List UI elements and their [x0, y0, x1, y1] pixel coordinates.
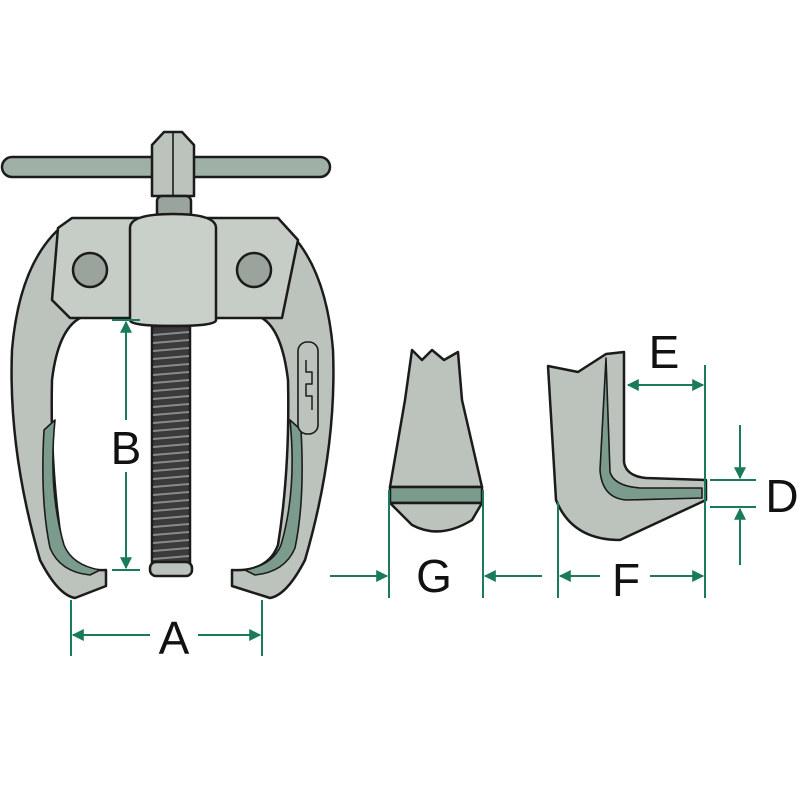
- thread-line: [152, 555, 190, 560]
- thread-line: [152, 419, 190, 424]
- jaw-front-band: [388, 485, 484, 505]
- thread-line: [152, 347, 190, 352]
- right-pivot-pin: [235, 251, 273, 289]
- right-arm-inner-face: [244, 419, 303, 576]
- label-f: F: [612, 554, 640, 606]
- thread-line: [152, 523, 190, 528]
- label-g: G: [416, 550, 452, 602]
- left-arm-inner-face: [42, 419, 101, 576]
- thread-line: [152, 443, 190, 448]
- jaw-tip-side-view: [546, 350, 708, 542]
- thread-line: [152, 499, 190, 504]
- engraved-logo-mark: [305, 360, 313, 410]
- jaw-side-inner-face: [599, 357, 703, 501]
- label-d: D: [765, 470, 798, 522]
- thread-line: [152, 539, 190, 544]
- thread-line: [152, 395, 190, 400]
- thread-line: [152, 475, 190, 480]
- right-arm: [230, 218, 335, 600]
- label-a: A: [159, 612, 190, 664]
- thread-line: [152, 435, 190, 440]
- thread-line: [152, 339, 190, 344]
- center-block: [128, 212, 218, 328]
- thread-line: [152, 491, 190, 496]
- spindle-threads: [152, 331, 190, 560]
- thread-line: [152, 355, 190, 360]
- engraved-logo: [297, 341, 319, 435]
- thread-line: [152, 451, 190, 456]
- spindle-tip: [148, 560, 194, 578]
- thread-line: [152, 483, 190, 488]
- thread-line: [152, 363, 190, 368]
- thread-line: [152, 515, 190, 520]
- left-arm: [10, 218, 108, 600]
- thread-line: [152, 331, 190, 336]
- thread-line: [152, 379, 190, 384]
- thread-line: [152, 547, 190, 552]
- label-e: E: [649, 326, 680, 378]
- left-pivot-pin: [71, 251, 109, 289]
- jaw-side-body: [546, 350, 708, 542]
- jaw-tip-front-view: [388, 348, 484, 533]
- thread-line: [152, 387, 190, 392]
- jaw-front-tip: [388, 501, 484, 533]
- thread-line: [152, 507, 190, 512]
- thread-line: [152, 371, 190, 376]
- jaw-front-body: [388, 348, 484, 489]
- dimension-lines: [70, 319, 756, 656]
- two-jaw-puller: [0, 130, 335, 600]
- thread-line: [152, 411, 190, 416]
- thread-line: [152, 427, 190, 432]
- thread-line: [152, 467, 190, 472]
- thread-line: [152, 403, 190, 408]
- label-b: B: [111, 422, 142, 474]
- thread-line: [152, 459, 190, 464]
- thread-line: [152, 531, 190, 536]
